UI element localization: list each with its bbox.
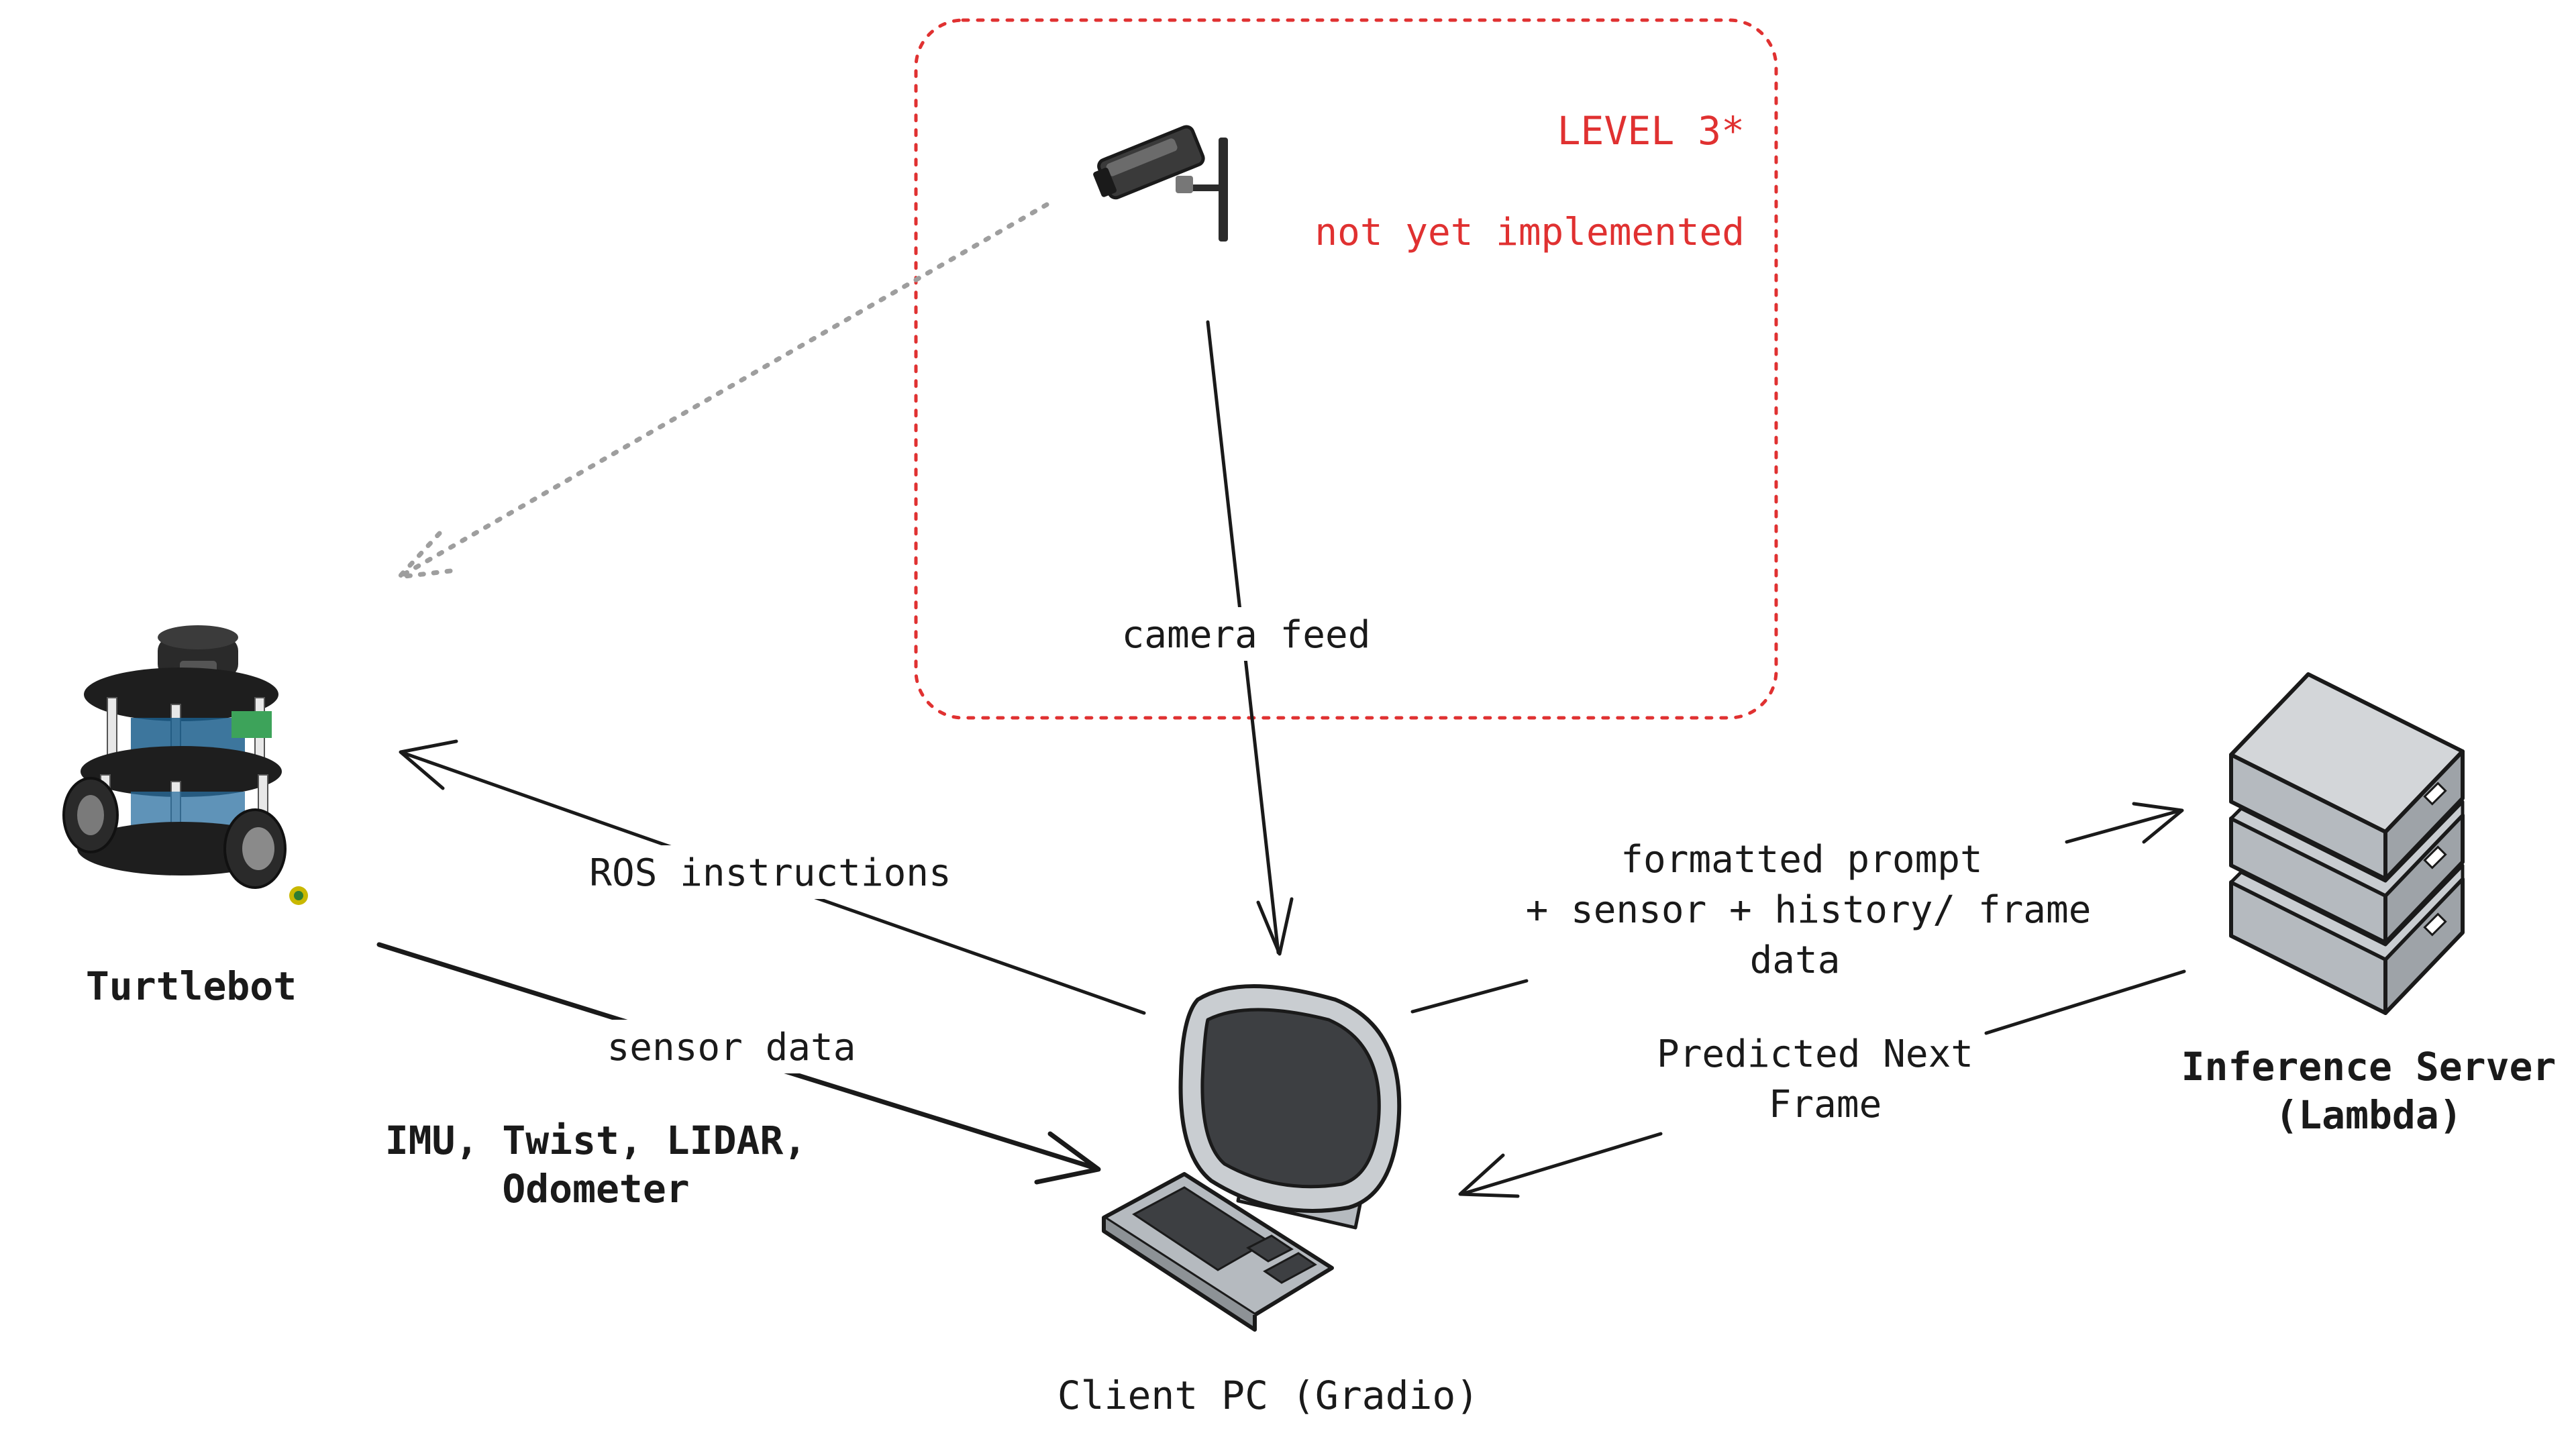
not-implemented-note: not yet implemented <box>1315 211 1745 254</box>
sensor-label-bg <box>597 1020 866 1073</box>
predicted-label-line-2: Frame <box>1769 1083 1882 1126</box>
sensor-data-label: sensor data <box>607 1026 856 1069</box>
camera-feed-label-bg <box>1121 607 1376 661</box>
prompt-label-line-1: formatted prompt <box>1620 838 1982 882</box>
client-pc-icon <box>1102 984 1402 1332</box>
level-3-dashed-border <box>914 18 1778 720</box>
turtlebot-robot-icon <box>62 625 308 905</box>
level-3-box: LEVEL 3* not yet implemented <box>914 18 1778 720</box>
ros-label-bg <box>597 845 946 899</box>
camera-feed-label: camera feed <box>1122 613 1371 657</box>
ros-instructions-label: ROS instructions <box>589 851 951 895</box>
turtlebot-label: Turtlebot <box>86 963 297 1009</box>
level-3-title: LEVEL 3* <box>1557 108 1745 154</box>
prompt-arrow <box>1410 802 2184 1014</box>
prompt-label-line-2: + sensor + history/ frame <box>1526 888 2092 932</box>
security-camera-icon <box>1093 125 1228 242</box>
prompt-label-line-3: data <box>1750 939 1841 982</box>
inference-server-icon <box>2229 672 2465 1015</box>
sensor-types-line-1: IMU, Twist, LIDAR, <box>385 1118 807 1163</box>
inference-server-label-line-1: Inference Server <box>2181 1044 2557 1089</box>
inference-server-label-line-2: (Lambda) <box>2275 1092 2462 1138</box>
sensor-types-line-2: Odometer <box>502 1166 689 1212</box>
camera-to-turtlebot-dotted-arrow <box>393 202 1049 580</box>
predicted-frame-arrow <box>1458 969 2186 1198</box>
client-pc-label: Client PC (Gradio) <box>1058 1373 1480 1418</box>
predicted-label-line-1: Predicted Next <box>1657 1032 1973 1076</box>
